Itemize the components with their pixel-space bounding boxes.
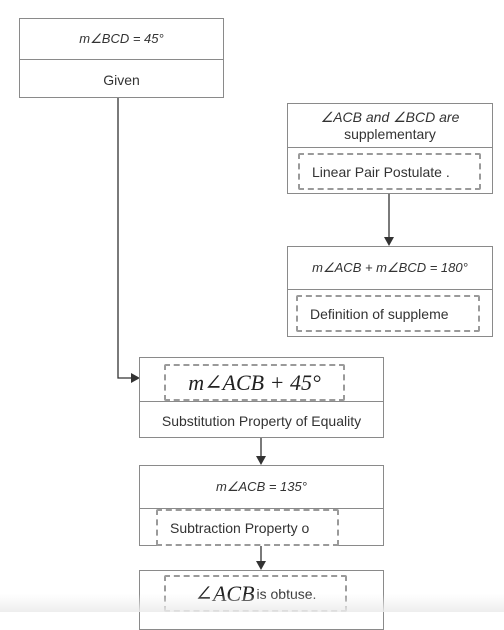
substitution-statement-slot[interactable]: m∠ACB + 45° — [164, 364, 345, 401]
given-reason: Given — [103, 71, 140, 88]
substitution-box: m∠ACB + 45° Substitution Property of Equ… — [139, 357, 384, 438]
substitution-reason: Substitution Property of Equality — [161, 412, 362, 429]
bottom-scroll-fade — [0, 594, 504, 612]
result-box: m∠ACB = 135° Subtraction Property o — [139, 465, 384, 546]
connector-lines — [117, 98, 394, 570]
sum-statement: m∠ACB + m∠BCD = 180° — [312, 260, 468, 275]
arrowhead-substitution — [131, 373, 140, 383]
supplementary-statement-line2: supplementary — [344, 125, 436, 142]
sum-reason: Definition of suppleme — [310, 305, 449, 322]
supplementary-reason-cell — [288, 147, 492, 195]
sum-box: m∠ACB + m∠BCD = 180° Definition of suppl… — [287, 246, 493, 337]
result-statement-cell: m∠ACB = 135° — [140, 466, 383, 508]
result-reason-slot[interactable]: Subtraction Property o — [156, 509, 339, 546]
supplementary-statement-line1: ∠ACB and ∠BCD are — [320, 108, 460, 125]
result-reason-cell — [140, 508, 383, 547]
arrowhead-result — [256, 456, 266, 465]
arrowhead-obtuse — [256, 561, 266, 570]
sum-statement-cell: m∠ACB + m∠BCD = 180° — [288, 247, 492, 289]
sum-reason-slot[interactable]: Definition of suppleme — [296, 295, 480, 332]
sum-reason-cell — [288, 289, 492, 338]
result-reason: Subtraction Property o — [170, 519, 310, 536]
given-box: m∠BCD = 45° Given — [19, 18, 224, 98]
result-statement: m∠ACB = 135° — [216, 479, 307, 494]
connector-given-to-substitution — [117, 98, 133, 379]
given-reason-cell: Given — [20, 59, 223, 99]
supplementary-box: ∠ACB and ∠BCD are supplementary Linear P… — [287, 103, 493, 194]
supplementary-reason: Linear Pair Postulate . — [312, 163, 450, 180]
given-statement-cell: m∠BCD = 45° — [20, 19, 223, 59]
supplementary-reason-slot[interactable]: Linear Pair Postulate . — [298, 153, 481, 190]
substitution-statement: m∠ACB + 45° — [188, 369, 321, 395]
given-statement: m∠BCD = 45° — [79, 31, 164, 46]
substitution-reason-cell: Substitution Property of Equality — [140, 401, 383, 439]
arrowhead-sum — [384, 237, 394, 246]
supplementary-statement-cell: ∠ACB and ∠BCD are supplementary — [288, 104, 492, 147]
